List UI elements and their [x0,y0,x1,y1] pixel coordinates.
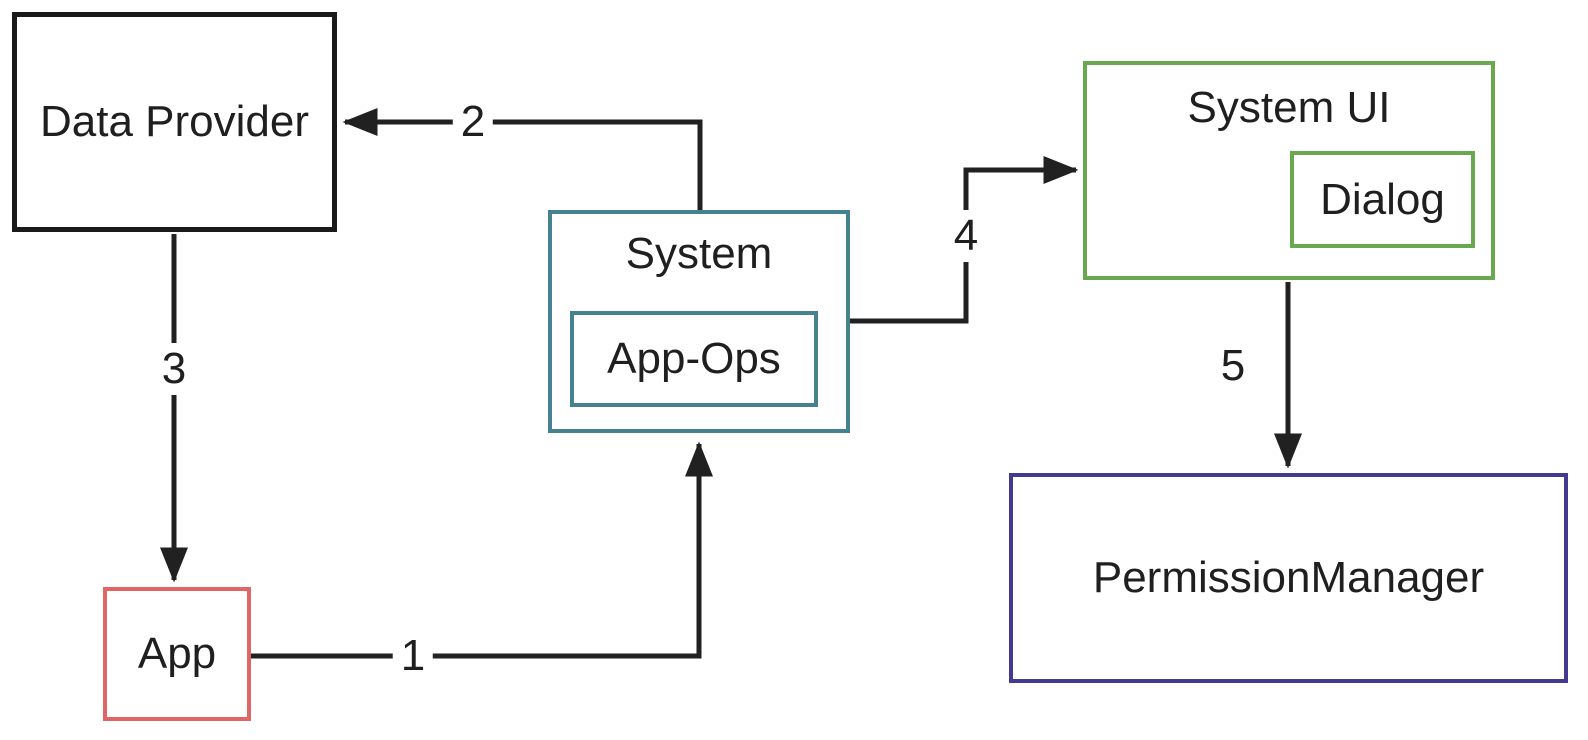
edge-label-2: 2 [452,96,494,148]
edge-label-4: 4 [945,210,987,262]
arrow-1 [251,441,714,659]
node-permission-manager: PermissionManager [1009,473,1568,683]
node-system-label: System [625,229,773,278]
node-system-ui-label: System UI [1187,83,1391,132]
node-data-provider: Data Provider [12,12,337,232]
node-dialog: Dialog [1290,151,1475,248]
node-data-provider-label: Data Provider [39,97,309,146]
edge-label-5: 5 [1214,340,1252,392]
node-app-ops-label: App-Ops [607,334,781,383]
node-app: App [103,587,251,721]
node-app-ops: App-Ops [570,311,818,407]
edge-label-3: 3 [153,343,195,395]
node-permission-manager-label: PermissionManager [1092,553,1485,602]
edge-label-1: 1 [392,630,434,682]
node-system: System App-Ops [548,210,850,433]
arrow-2 [342,107,703,210]
node-system-ui: System UI Dialog [1083,61,1495,280]
node-dialog-label: Dialog [1320,174,1445,224]
node-app-label: App [137,629,217,678]
